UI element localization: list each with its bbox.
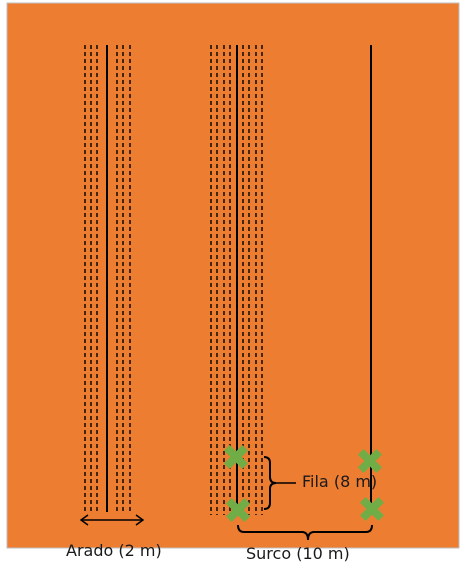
plow-lines bbox=[84, 45, 131, 512]
fila-label: Fila (8 m) bbox=[302, 472, 378, 491]
field-area bbox=[6, 2, 460, 549]
x-cross-icon bbox=[359, 496, 385, 522]
arado-label: Arado (2 m) bbox=[66, 541, 162, 560]
x-cross-icon bbox=[357, 448, 383, 474]
x-cross-icon bbox=[225, 497, 251, 523]
furrow-lines bbox=[210, 45, 263, 515]
curly-brace-icon bbox=[237, 524, 373, 541]
surco-label: Surco (10 m) bbox=[246, 544, 350, 563]
x-cross-icon bbox=[223, 444, 249, 470]
double-arrow-icon bbox=[79, 514, 145, 526]
